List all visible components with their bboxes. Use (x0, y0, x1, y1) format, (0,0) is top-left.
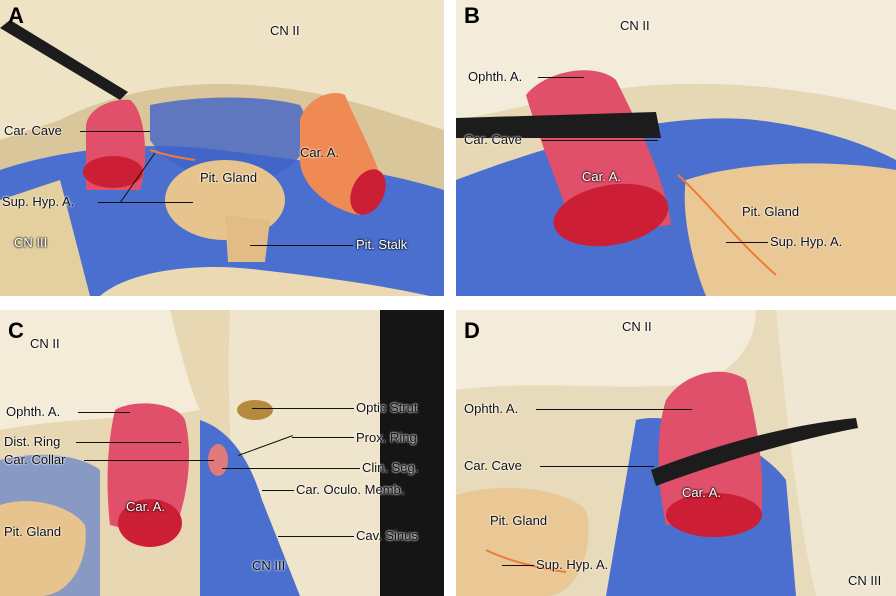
label-cn2: CN II (620, 18, 650, 33)
panel-b-photo (456, 0, 896, 296)
pointer-car-collar (84, 460, 214, 461)
label-car-cave: Car. Cave (464, 132, 522, 147)
label-car-a: Car. A. (126, 499, 166, 514)
pointer-ophth (78, 412, 130, 413)
label-cn2: CN II (30, 336, 60, 351)
panel-c: C CN II Ophth. A. Optic Strut Dist. Ring… (0, 310, 444, 596)
panel-c-photo (0, 310, 444, 596)
pointer-prox-ring (292, 437, 354, 438)
label-car-a: Car. A. (582, 169, 622, 184)
label-pit-stalk: Pit. Stalk (356, 237, 408, 252)
label-sup-hyp: Sup. Hyp. A. (2, 194, 75, 209)
label-pit-gland: Pit. Gland (4, 524, 62, 539)
pointer-dist-ring (76, 442, 181, 443)
panel-b: B CN II Ophth. A. Car. Cave Car. A. Pit.… (456, 0, 896, 296)
pointer-sup-hyp (502, 565, 534, 566)
label-pit-gland: Pit. Gland (742, 204, 800, 219)
panel-a: A CN II Car. Cave Car. A. Pit. Gland Sup… (0, 0, 444, 296)
label-dist-ring: Dist. Ring (4, 434, 61, 449)
label-cn3: CN III (848, 573, 882, 588)
label-car-cave: Car. Cave (464, 458, 522, 473)
panel-a-photo (0, 0, 444, 296)
label-ophth: Ophth. A. (6, 404, 61, 419)
pointer-optic-strut (252, 408, 354, 409)
label-car-oculo: Car. Oculo. Memb. (296, 482, 405, 497)
label-cav-sinus: Cav. Sinus (356, 528, 418, 543)
label-car-cave: Car. Cave (4, 123, 62, 138)
label-cn3: CN III (14, 235, 48, 250)
pointer-clin-seg (222, 468, 360, 469)
label-cn3: CN III (252, 558, 286, 573)
panel-b-letter: B (464, 3, 480, 28)
panel-d-photo (456, 310, 896, 596)
label-pit-gland: Pit. Gland (490, 513, 548, 528)
pointer-cav-sinus (278, 536, 354, 537)
label-sup-hyp: Sup. Hyp. A. (536, 557, 609, 572)
label-pit-gland: Pit. Gland (200, 170, 258, 185)
label-ophth: Ophth. A. (468, 69, 523, 84)
label-car-a: Car. A. (300, 145, 340, 160)
label-optic-strut: Optic Strut (356, 400, 418, 415)
label-sup-hyp: Sup. Hyp. A. (770, 234, 843, 249)
label-ophth: Ophth. A. (464, 401, 519, 416)
pointer-car-cave (542, 140, 658, 141)
panel-d-letter: D (464, 318, 480, 343)
pointer-sup-hyp (726, 242, 768, 243)
label-prox-ring: Prox. Ring (356, 430, 417, 445)
pointer-car-oculo (262, 490, 294, 491)
label-clin-seg: Clin. Seg. (362, 460, 419, 475)
pointer-car-cave (80, 131, 150, 132)
panel-c-letter: C (8, 318, 24, 343)
pointer-car-cave (540, 466, 654, 467)
label-cn2: CN II (622, 319, 652, 334)
pointer-pit-stalk (250, 245, 353, 246)
pointer-sup-hyp (98, 202, 193, 203)
label-car-a: Car. A. (682, 485, 722, 500)
label-car-collar: Car. Collar (4, 452, 66, 467)
pointer-ophth (536, 409, 692, 410)
panel-a-letter: A (8, 3, 24, 28)
label-cn2: CN II (270, 23, 300, 38)
pointer-ophth (538, 77, 584, 78)
panel-d: D CN II Ophth. A. Car. Cave Car. A. Pit.… (456, 310, 896, 596)
